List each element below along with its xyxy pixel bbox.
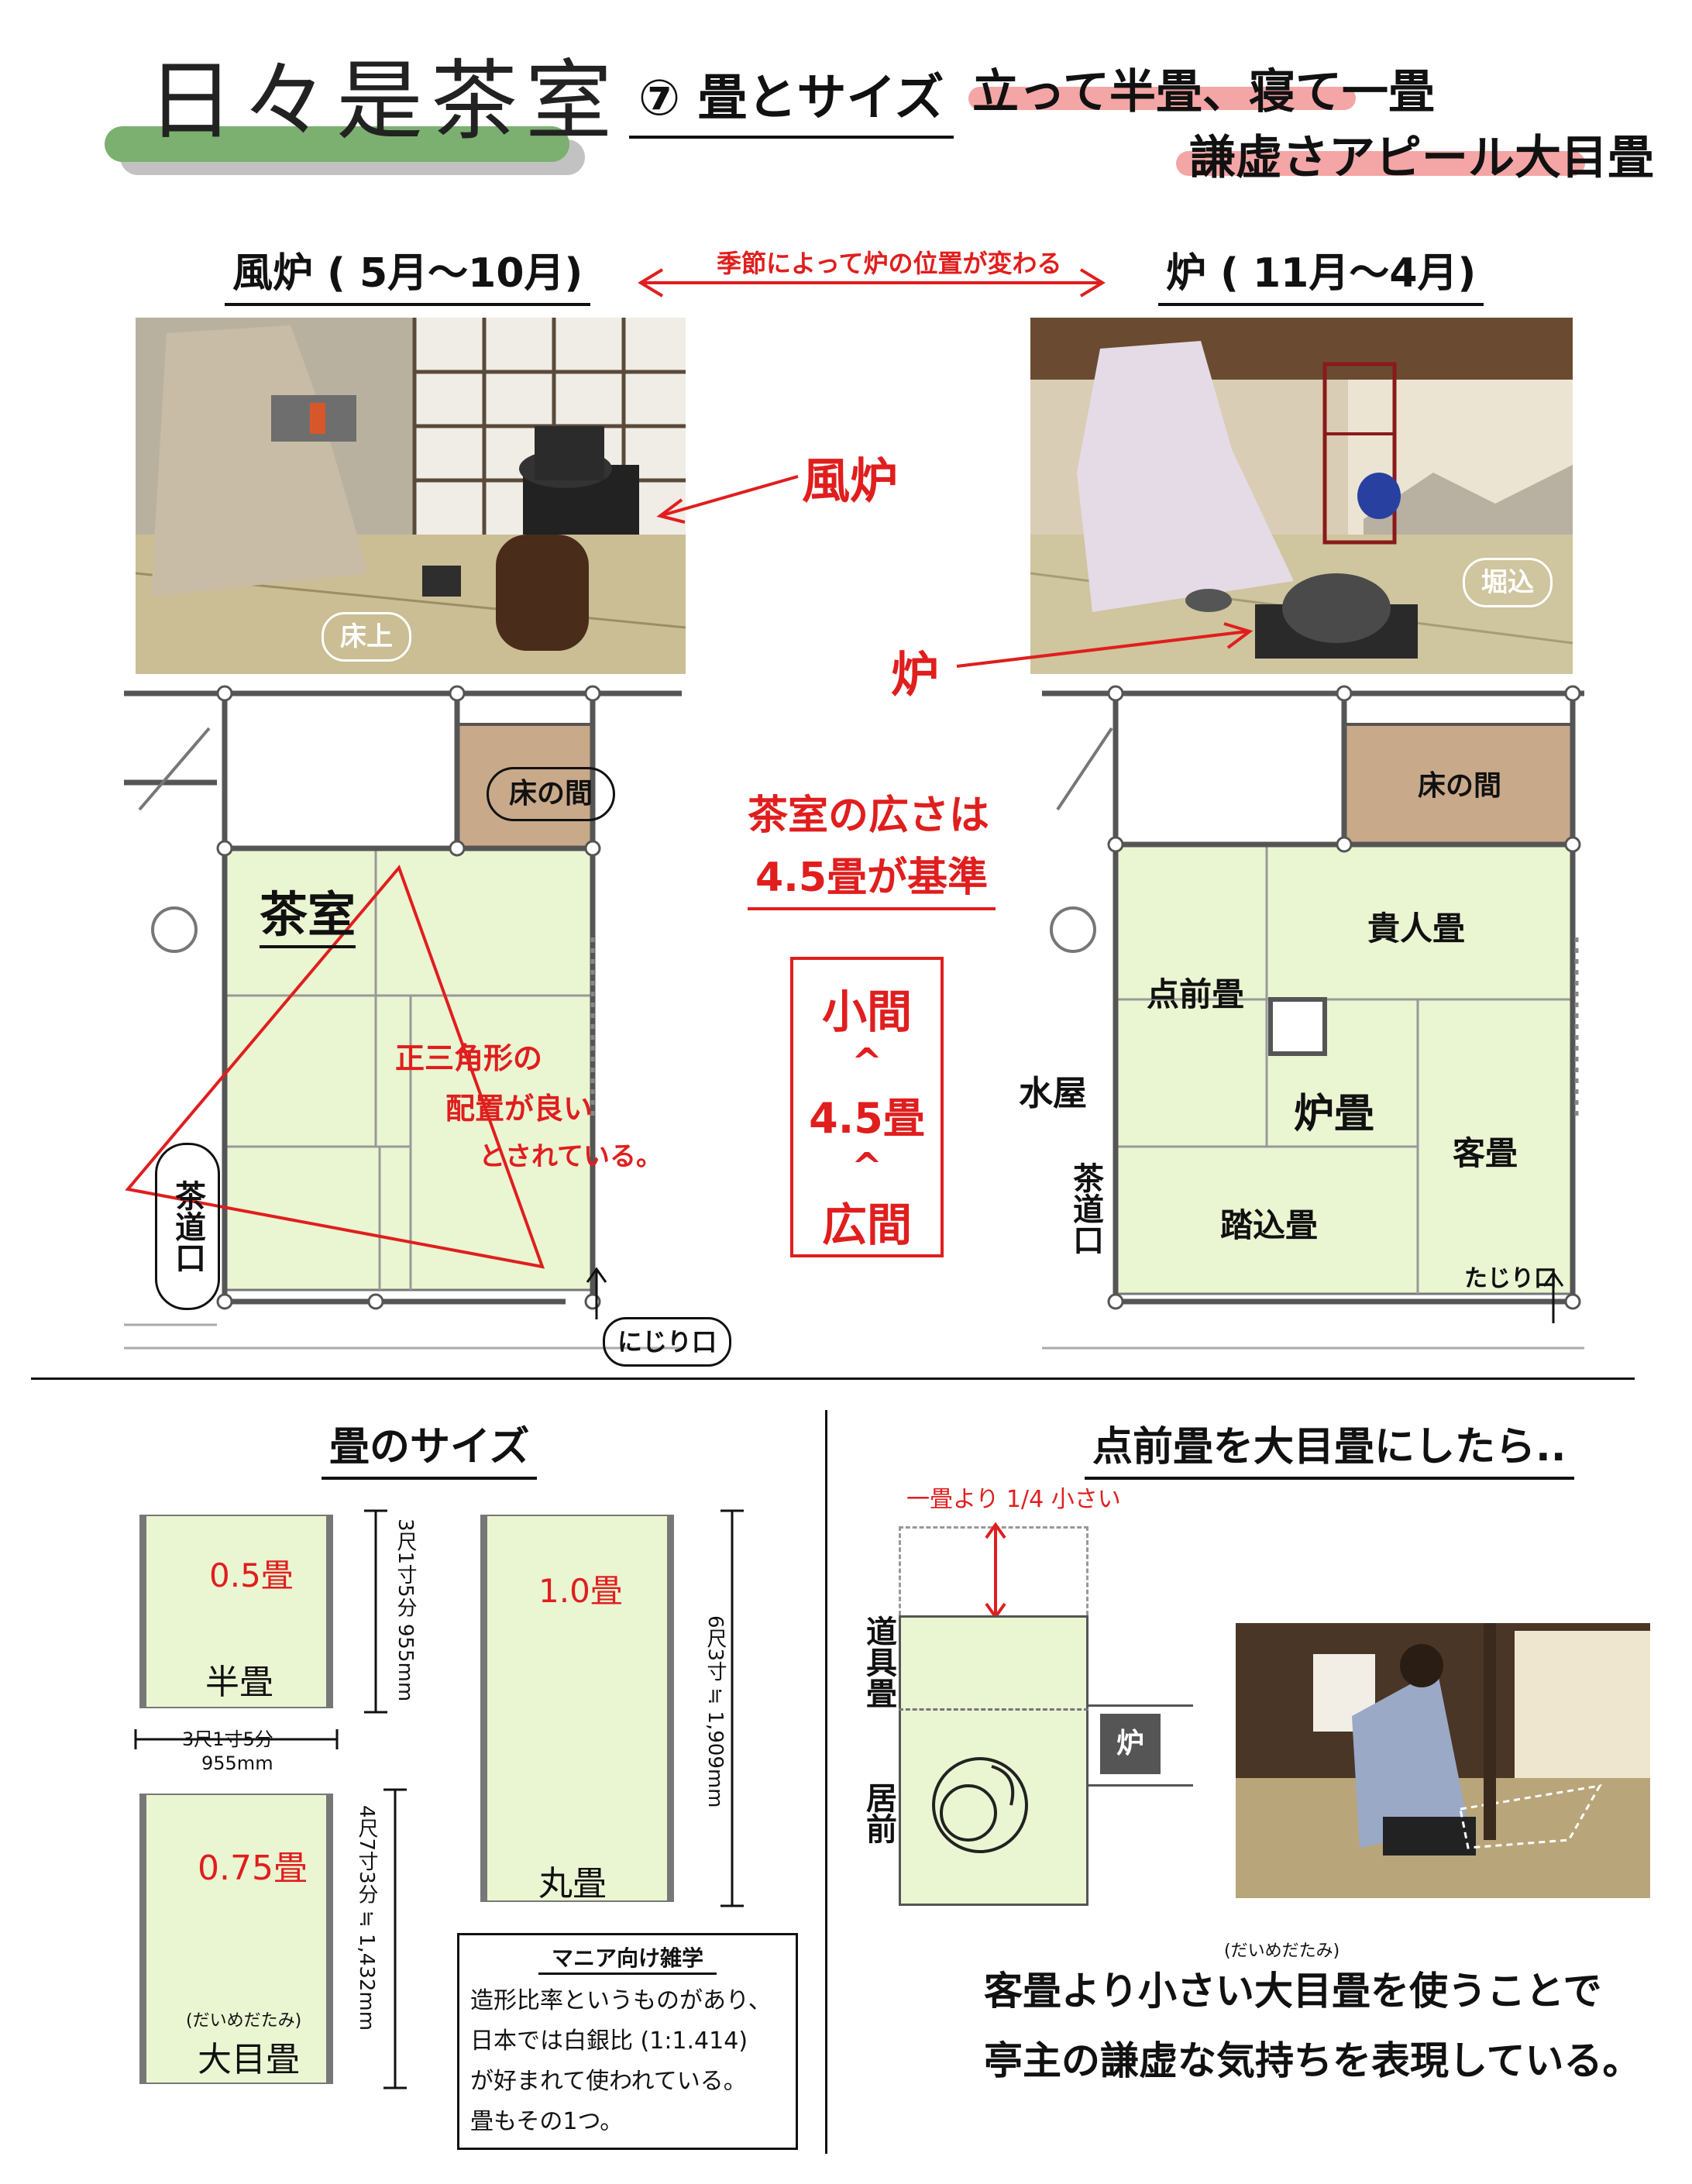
daime-tatami-name: 大目畳 xyxy=(198,2040,300,2079)
daime-tatami-reading: (だいめだたみ) xyxy=(186,2011,302,2031)
highlight-bar-1 xyxy=(968,87,1356,110)
scale-large: 広間 xyxy=(821,1199,912,1251)
highlight-text-2: 謙虚さアピール大目畳 xyxy=(1189,131,1654,185)
scale-small: 小間 xyxy=(821,985,912,1038)
scale-box: 小間 ^ 4.5畳 ^ 広間 xyxy=(790,957,944,1257)
plan-right-nijiriguchi: たじり口 xyxy=(1464,1265,1557,1292)
triangle-text-3: とされている。 xyxy=(479,1141,662,1172)
highlight-text-1: 立って半畳、寝て一畳 xyxy=(972,65,1435,119)
plan-right-sadouguchi: 茶道口 xyxy=(1068,1162,1103,1255)
horikomi-badge: 堀込 xyxy=(1463,558,1553,607)
half-tatami-value: 0.5畳 xyxy=(209,1556,294,1594)
size-note-2: 4.5畳が基準 xyxy=(748,844,996,910)
ro-label: 炉 xyxy=(891,646,940,703)
furo-photo-scene xyxy=(136,318,686,674)
imae-label: 居前 xyxy=(861,1782,896,1844)
seated-figure-icon xyxy=(932,1757,1028,1853)
scale-standard: 4.5畳 xyxy=(809,1094,925,1143)
triangle-text-2: 配置が良い xyxy=(445,1092,593,1126)
full-tatami-value: 1.0畳 xyxy=(538,1572,623,1610)
trivia-line-2: 日本では白銀比 (1:1.414) xyxy=(470,2028,748,2055)
quarter-arrow xyxy=(985,1522,1006,1619)
scale-op-2: ^ xyxy=(851,1145,883,1188)
season-arrow xyxy=(638,268,1106,298)
half-tatami-name: 半畳 xyxy=(205,1663,273,1702)
quarter-note: 一畳より 1/4 小さい xyxy=(906,1486,1121,1513)
size-note-1: 茶室の広さは xyxy=(748,793,990,839)
plan-right-mizuya: 水屋 xyxy=(1019,1074,1087,1113)
plan-right-tokonoma: 床の間 xyxy=(1418,770,1502,802)
ro-pointer-arrow xyxy=(956,622,1254,668)
plan-right-fumikomi: 踏込畳 xyxy=(1220,1206,1319,1244)
tokoage-badge: 床上 xyxy=(322,612,411,662)
daime-tatami-dim-line xyxy=(383,1788,407,2089)
plan-left-sadouguchi: 茶道口 xyxy=(155,1143,220,1310)
nijiri-arrow-right xyxy=(1542,1271,1564,1323)
furo-pointer-arrow xyxy=(656,475,799,524)
floorplan-right xyxy=(1042,685,1584,1350)
plan-right-temae: 点前畳 xyxy=(1147,975,1245,1013)
ro-heading: 炉 ( 11月〜4月) xyxy=(1158,240,1484,306)
nijiri-arrow-left xyxy=(586,1267,607,1319)
horizontal-divider xyxy=(31,1377,1635,1380)
triangle-text-1: 正三角形の xyxy=(395,1041,543,1075)
trivia-line-3: が好まれて使われている。 xyxy=(470,2068,747,2095)
daime-heading: 点前畳を大目畳にしたら.. xyxy=(1085,1414,1574,1480)
page-subtitle: ⑦ 畳とサイズ xyxy=(629,58,954,139)
full-tatami-name: 丸畳 xyxy=(538,1864,607,1904)
daime-tatami-value: 0.75畳 xyxy=(198,1849,308,1888)
daime-photo xyxy=(1236,1623,1650,1898)
half-tatami-dim-h2: 955mm xyxy=(201,1752,273,1774)
full-tatami-dim: 6尺3寸 ≒ 1,909mm xyxy=(703,1615,727,1808)
season-arrow-text: 季節によって炉の位置が変わる xyxy=(717,249,1062,278)
ro-box: 炉 xyxy=(1100,1714,1161,1774)
highlight-bar-2 xyxy=(1176,151,1585,176)
half-tatami-dim-line xyxy=(364,1509,387,1714)
furo-label: 風炉 xyxy=(802,452,899,509)
daime-tatami-dim: 4尺7寸3分 ≒ 1,432mm xyxy=(355,1805,378,2031)
trivia-box: マニア向け雑学 造形比率というものがあり、 日本では白銀比 (1:1.414) … xyxy=(457,1933,798,2150)
plan-left-tokonoma: 床の間 xyxy=(487,767,615,821)
title-underline xyxy=(105,126,569,162)
page-title: 日々是茶室 xyxy=(147,51,620,152)
scale-op-1: ^ xyxy=(851,1040,883,1084)
half-tatami-dim-vertical: 3尺1寸5分 955mm xyxy=(394,1518,417,1702)
trivia-line-4: 畳もその1つ。 xyxy=(470,2108,624,2135)
conclusion-line-2: 亭主の謙虚な気持ちを表現している。 xyxy=(984,2038,1642,2083)
plan-right-kinin: 貴人畳 xyxy=(1367,910,1466,948)
plan-right-ro: 炉畳 xyxy=(1294,1091,1375,1137)
dougu-label: 道具畳 xyxy=(861,1615,896,1708)
trivia-title: マニア向け雑学 xyxy=(538,1942,717,1975)
ro-photo xyxy=(1030,318,1573,674)
ro-photo-scene xyxy=(1030,318,1573,674)
conclusion-line-1: 客畳より小さい大目畳を使うことで xyxy=(984,1969,1602,2014)
furo-heading: 風炉 ( 5月〜10月) xyxy=(225,240,591,306)
half-tatami-dim-hline xyxy=(134,1729,339,1749)
plan-right-kyaku: 客畳 xyxy=(1453,1134,1518,1172)
furo-photo xyxy=(136,318,686,674)
plan-left-nijiriguchi: にじり口 xyxy=(603,1317,731,1367)
sizes-heading: 畳のサイズ xyxy=(322,1414,538,1480)
full-tatami-dim-line xyxy=(720,1509,744,1907)
daime-photo-scene xyxy=(1236,1623,1650,1898)
half-tatami-dim-h1: 3尺1寸5分 xyxy=(182,1728,273,1750)
trivia-line-1: 造形比率というものがあり、 xyxy=(470,1987,772,2014)
daime-tatami xyxy=(139,1794,333,2084)
daime-dougu-line xyxy=(899,1708,1088,1711)
full-tatami xyxy=(480,1515,674,1902)
plan-left-room-label: 茶室 xyxy=(260,875,356,948)
vertical-divider xyxy=(825,1410,827,2154)
half-tatami xyxy=(139,1515,333,1708)
daime-reading: (だいめだたみ) xyxy=(1224,1942,1340,1961)
